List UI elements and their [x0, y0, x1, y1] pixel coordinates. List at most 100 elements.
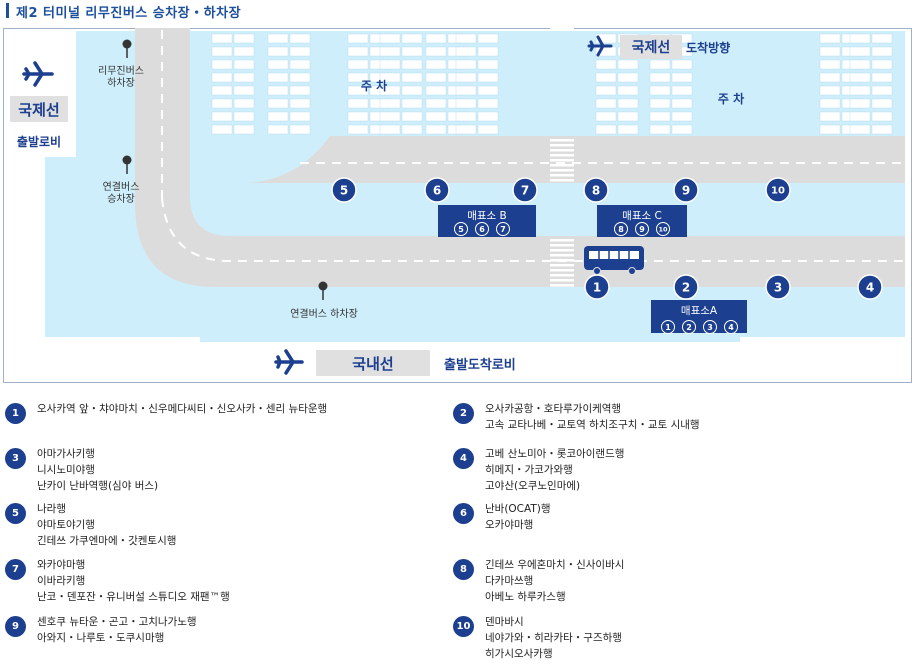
shuttle-dropoff-pin-icon [318, 281, 328, 300]
svg-text:2: 2 [686, 323, 692, 332]
intl-arrival-plane-icon [587, 35, 613, 57]
intl-departure-label: 국제선 [18, 101, 59, 119]
bus-stop-8: 8 [583, 177, 609, 203]
svg-text:2: 2 [682, 280, 690, 294]
domestic-sub: 출발도착로비 [444, 357, 516, 373]
terminal-map: 국제선 출발로비 국제선 도착방향 국내선 출발도착로비 주 차 주 차 리무진… [0, 28, 917, 385]
intl-departure-box [4, 31, 76, 157]
svg-text:10: 10 [658, 225, 668, 233]
bus-stop-3: 3 [765, 274, 791, 300]
svg-text:8: 8 [618, 225, 624, 234]
route-number-badge: 4 [453, 448, 474, 469]
bus-icon [584, 246, 644, 275]
svg-text:4: 4 [866, 280, 874, 294]
route-destinations: 오사카역 앞・챠야마치・신우메다씨티・신오사카・센리 뉴타운행 [37, 401, 327, 417]
svg-text:7: 7 [521, 183, 529, 197]
route-number-badge: 2 [453, 403, 474, 424]
route-destination-line: 긴테쓰 가쿠엔마에・갓켄토시행 [37, 535, 177, 547]
bus-stop-9: 9 [673, 177, 699, 203]
route-number-badge: 10 [453, 616, 474, 637]
route-destination-line: 고베 산노미아・롯코아이랜드행 [485, 448, 625, 460]
svg-text:3: 3 [774, 280, 782, 294]
route-number-badge: 1 [5, 403, 26, 424]
booth-b-stop-6: 6 [475, 222, 489, 236]
ticket-booth-c-label: 매표소 C [622, 210, 662, 222]
route-destination-line: 고속 교타나베・교토역 하치조구치・교토 시내행 [485, 419, 700, 431]
route-destination-line: 니시노미야행 [37, 464, 95, 476]
bus-stop-5: 5 [331, 177, 357, 203]
route-destination-line: 히메지・가코가와행 [485, 464, 573, 476]
svg-text:1: 1 [593, 280, 601, 294]
route-destination-line: 아베노 하루카스행 [485, 591, 566, 603]
route-number-badge: 8 [453, 559, 474, 580]
route-destination-line: 와카야마행 [37, 559, 86, 571]
page-title: 제2 터미널 리무진버스 승차장・하차장 [16, 6, 242, 21]
route-destination-line: 난바(OCAT)행 [485, 503, 551, 515]
road-network [135, 28, 905, 287]
booth-c-stop-9: 9 [635, 222, 649, 236]
booth-a-stop-2: 2 [682, 320, 696, 334]
svg-text:9: 9 [639, 225, 645, 234]
route-destination-line: 이바라키행 [37, 575, 86, 587]
shuttle-pickup-pin-icon [122, 155, 132, 174]
crosswalk [550, 139, 574, 287]
svg-text:3: 3 [707, 323, 713, 332]
route-destination-line: 히가시오사카행 [485, 648, 553, 660]
intl-departure-sub: 출발로비 [17, 134, 61, 149]
title-accent-bar [6, 3, 9, 18]
intl-departure-label-bg [10, 96, 68, 122]
route-destination-line: 나라행 [37, 503, 66, 515]
booth-b-stop-5: 5 [454, 222, 468, 236]
intl-arrival-sub: 도착방향 [686, 40, 730, 55]
bus-stop-7: 7 [512, 177, 538, 203]
domestic-plane-icon [274, 349, 304, 375]
svg-text:9: 9 [682, 183, 690, 197]
parking-label-1: 주 차 [361, 78, 387, 93]
bus-stop-1: 1 [584, 274, 610, 300]
shuttle-dropoff-label: 연결버스 하차장 [290, 307, 358, 320]
route-destination-line: 네야가와・히라카타・구즈하행 [485, 632, 622, 644]
route-destination-line: 오사카공항・호타루가이케역행 [485, 403, 622, 415]
route-destination-line: 센호쿠 뉴타운・곤고・고치나가노행 [37, 616, 197, 628]
svg-text:10: 10 [771, 186, 785, 197]
route-destination-line: 덴마바시 [485, 616, 524, 628]
route-list: 1 오사카역 앞・챠야마치・신우메다씨티・신오사카・센리 뉴타운행 2 오사카공항・호… [0, 395, 917, 672]
route-number-badge: 9 [5, 616, 26, 637]
route-number-badge: 6 [453, 503, 474, 524]
booth-b-stop-7: 7 [496, 222, 510, 236]
svg-text:5: 5 [458, 225, 464, 234]
svg-text:1: 1 [665, 323, 671, 332]
domestic-label: 국내선 [352, 355, 393, 373]
bus-stop-10: 10 [765, 177, 791, 203]
route-destination-line: 오사카역 앞・챠야마치・신우메다씨티・신오사카・센리 뉴타운행 [37, 403, 328, 415]
route-number-badge: 5 [5, 503, 26, 524]
svg-text:4: 4 [728, 323, 734, 332]
booth-a-stop-4: 4 [724, 320, 738, 334]
svg-text:7: 7 [500, 225, 506, 234]
limousine-dropoff-pin-icon [122, 39, 132, 58]
ticket-booth-a-label: 매표소A [681, 305, 718, 317]
parking-label-2: 주 차 [718, 91, 744, 106]
route-destination-line: 긴테쓰 우에혼마치・신사이바시 [485, 559, 625, 571]
route-number-badge: 3 [5, 448, 26, 469]
route-destination-line: 난코・덴포잔・유니버설 스튜디오 재팬™행 [37, 591, 230, 603]
booth-a-stop-3: 3 [703, 320, 717, 334]
route-destination-line: 아마가사키행 [37, 448, 95, 460]
ticket-booth-b-label: 매표소 B [467, 210, 507, 222]
intl-arrival-label-bg [620, 35, 682, 59]
svg-text:6: 6 [433, 183, 441, 197]
booth-c-stop-8: 8 [614, 222, 628, 236]
route-destination-line: 다카마쓰행 [485, 575, 534, 587]
bus-stop-6: 6 [424, 177, 450, 203]
terminal-edge [200, 334, 740, 342]
booth-c-stop-10: 10 [656, 222, 670, 236]
route-destination-line: 아와지・나루토・도쿠시마행 [37, 632, 165, 644]
